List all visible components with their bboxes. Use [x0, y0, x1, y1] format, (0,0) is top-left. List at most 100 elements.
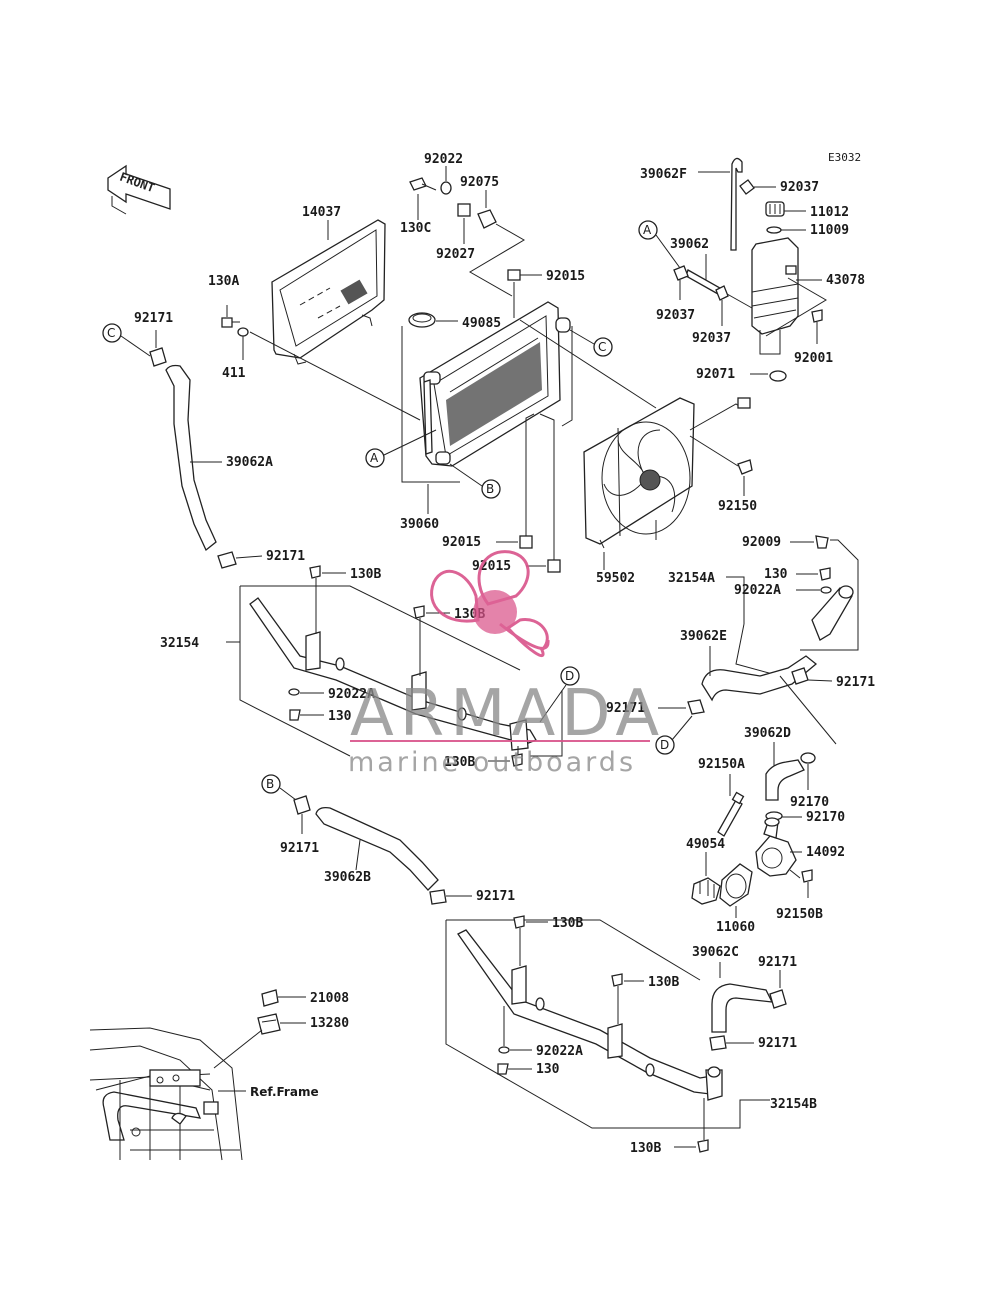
- callout-b: B: [449, 463, 501, 499]
- bolt-92150b: [801, 869, 813, 898]
- part-number: 49054: [686, 837, 725, 852]
- svg-text:C: C: [598, 340, 606, 354]
- part-number: 130C: [400, 221, 431, 236]
- part-number: 92009: [742, 535, 781, 550]
- part-number: 92171: [476, 889, 515, 904]
- clamp-92171-c3: [709, 1035, 727, 1051]
- part-number: 92171: [606, 701, 645, 716]
- hose-39062: [685, 269, 721, 295]
- bolt-130-b: [289, 709, 301, 721]
- svg-text:D: D: [660, 738, 669, 752]
- part-number: 14037: [302, 205, 341, 220]
- part-number: 130: [764, 567, 788, 582]
- part-number: 92170: [790, 795, 829, 810]
- part-number: 92015: [472, 559, 511, 574]
- callout-b-lower: B: [261, 774, 297, 801]
- thermostat-49054: [691, 877, 721, 905]
- clip-92015-low: [539, 413, 561, 573]
- radiator: [419, 301, 571, 467]
- part-number: 130B: [350, 567, 381, 582]
- bolt-130a: [221, 305, 240, 328]
- part-number: 39062D: [744, 726, 791, 741]
- washer-92022: [440, 181, 452, 195]
- part-number: 13280: [310, 1016, 349, 1031]
- washer-92022a-a: [820, 586, 832, 594]
- collar-92027: [457, 203, 471, 217]
- bolt-130-a: [819, 567, 831, 581]
- part-number: 92037: [656, 308, 695, 323]
- callout-c-right: C: [569, 329, 613, 357]
- clamp-92171-mid: [217, 551, 237, 569]
- part-number: 39062F: [640, 167, 687, 182]
- part-number: 92171: [280, 841, 319, 856]
- bolt-92001: [811, 309, 823, 344]
- svg-text:B: B: [266, 777, 274, 791]
- thermostat-housing-14092: [755, 817, 797, 877]
- nut-92150: [737, 459, 753, 475]
- clamp-92171-b: [293, 795, 311, 834]
- radiator-screen: [271, 219, 386, 365]
- part-number: 39062: [670, 237, 709, 252]
- clamp-92037-b: [715, 285, 729, 326]
- pipe-32154: [249, 597, 537, 751]
- radiator-cap-49085: [408, 312, 436, 328]
- part-number: 39062A: [226, 455, 273, 470]
- part-number: 14092: [806, 845, 845, 860]
- diagram-code: E3032: [828, 151, 861, 164]
- part-number: 39062C: [692, 945, 739, 960]
- callout-d-left: D: [530, 666, 580, 757]
- washer-92022a-b: [288, 688, 300, 696]
- rubber-13280: [257, 1013, 281, 1035]
- callout-c-left: C: [102, 323, 151, 357]
- reservoir-cap-11012: [765, 201, 785, 217]
- part-number: 130B: [552, 916, 583, 931]
- part-number: 411: [222, 366, 246, 381]
- part-number: 32154: [160, 636, 199, 651]
- washer-92022a-c: [498, 1006, 510, 1054]
- part-number: 32154B: [770, 1097, 817, 1112]
- bolt-130c: [409, 177, 437, 191]
- part-number: 92170: [806, 810, 845, 825]
- svg-text:C: C: [107, 326, 115, 340]
- part-number: 21008: [310, 991, 349, 1006]
- part-number: 92150A: [698, 757, 745, 772]
- clip-92015-mid: [519, 413, 535, 549]
- gasket-11060: [719, 863, 753, 907]
- clamp-92171-c2: [769, 989, 787, 1009]
- part-number: 92075: [460, 175, 499, 190]
- hose-39062d: [765, 759, 805, 801]
- reservoir-breather-hose-39062f: [730, 157, 743, 251]
- part-number: 11012: [810, 205, 849, 220]
- part-number: 92022A: [734, 583, 781, 598]
- frame-reference: [89, 1027, 243, 1161]
- reference-frame-label: Ref.Frame: [250, 1085, 319, 1099]
- part-number: 39060: [400, 517, 439, 532]
- part-number: 92037: [692, 331, 731, 346]
- part-number: 92015: [442, 535, 481, 550]
- part-number: 92022A: [536, 1044, 583, 1059]
- part-number: 92171: [758, 955, 797, 970]
- part-number: 92171: [266, 549, 305, 564]
- hose-39062c: [711, 983, 774, 1033]
- svg-text:B: B: [486, 482, 494, 496]
- clamp-92171-d: [687, 699, 705, 715]
- bolt-130b-f: [697, 1098, 709, 1153]
- part-number: 130A: [208, 274, 239, 289]
- part-number: 92171: [836, 675, 875, 690]
- propeller-icon: [430, 550, 550, 657]
- watermark-tagline: marine outboards: [348, 747, 636, 778]
- watermark-brand: ARMADA: [350, 677, 665, 751]
- clamp-92171-bl: [429, 889, 447, 905]
- svg-text:A: A: [370, 451, 379, 465]
- part-number: 59502: [596, 571, 635, 586]
- part-number: 92150: [718, 499, 757, 514]
- pipe-32154b: [457, 929, 723, 1101]
- part-number: 11009: [810, 223, 849, 238]
- reservoir-tank-43078: [751, 237, 799, 335]
- clamp-92037-a: [673, 265, 689, 300]
- hose-39062b: [315, 806, 439, 891]
- watermark-logo: ARMADA marine outboards: [348, 550, 665, 778]
- grommet-92075: [477, 209, 497, 229]
- bolt-130b-a: [309, 565, 321, 634]
